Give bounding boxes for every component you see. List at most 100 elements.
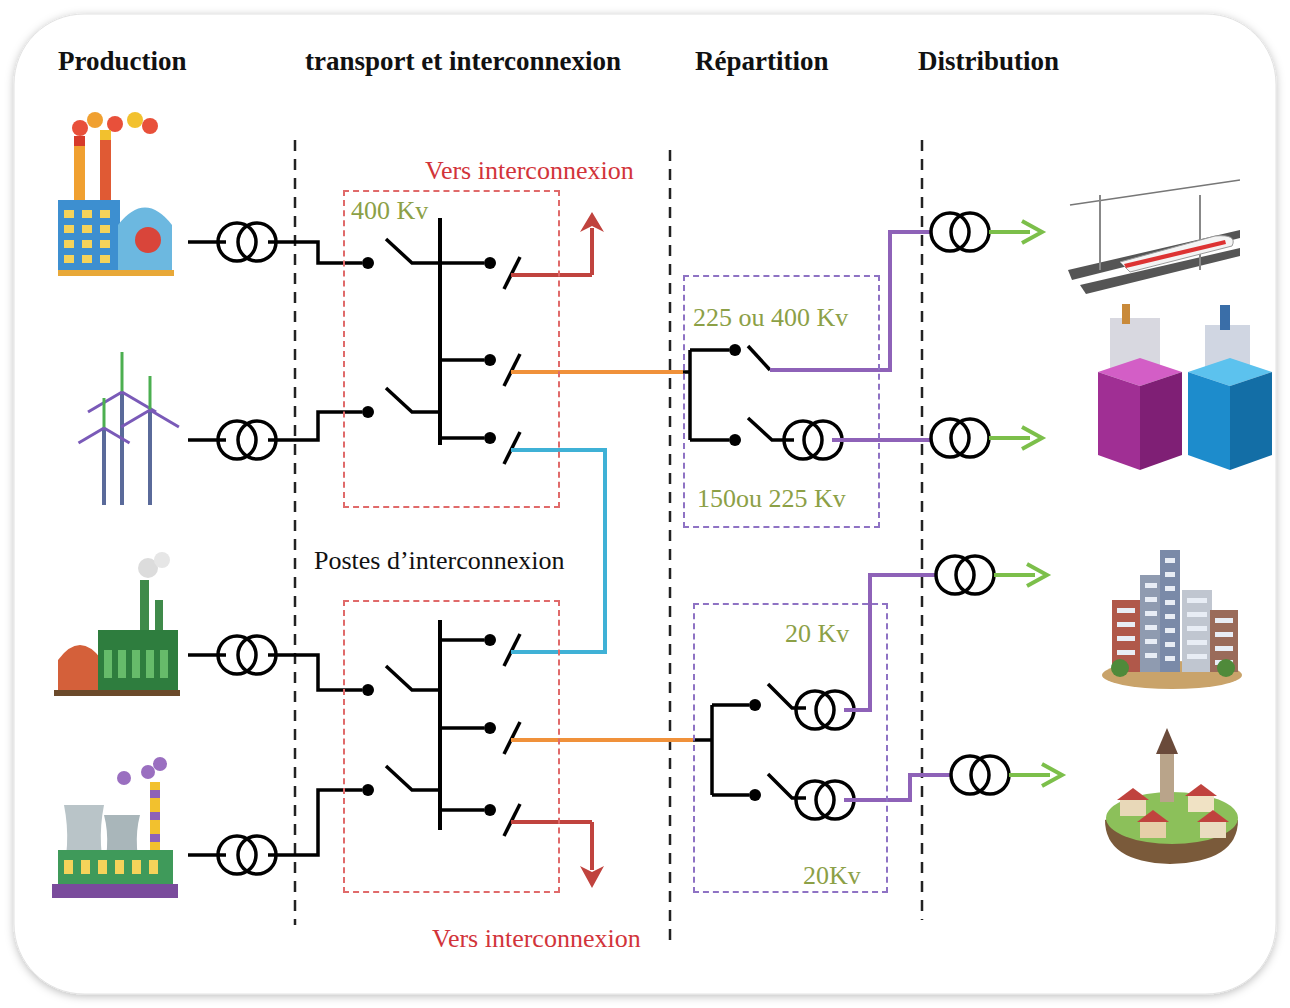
roof xyxy=(1137,810,1169,822)
window-row xyxy=(1187,598,1207,603)
window xyxy=(64,210,74,218)
window-row xyxy=(1187,654,1207,659)
power-line xyxy=(560,738,693,742)
window xyxy=(100,240,110,248)
voltage-label: 225 ou 400 Kv xyxy=(693,303,848,333)
section-heading: Répartition xyxy=(695,46,828,77)
voltage-label: 150ou 225 Kv xyxy=(697,484,846,514)
transformer-symbol xyxy=(218,421,276,459)
wire xyxy=(683,350,729,440)
wire xyxy=(440,638,484,642)
section-separator xyxy=(294,140,297,925)
interconnection-substation: 400 Kv xyxy=(343,190,560,508)
train-stripe xyxy=(1124,240,1226,268)
wire xyxy=(268,242,362,263)
switch-contact xyxy=(362,684,374,696)
wire xyxy=(770,232,931,370)
ground xyxy=(54,690,180,696)
tower xyxy=(102,428,106,505)
industrial-plant-icon xyxy=(54,552,180,696)
wire xyxy=(590,822,594,870)
window-row xyxy=(1165,558,1175,563)
wire xyxy=(440,261,484,265)
interconnection-substation: Postes d’interconnexion xyxy=(343,600,560,893)
arrow-head xyxy=(1022,221,1042,243)
tower xyxy=(148,410,152,505)
window-row xyxy=(1165,628,1175,633)
window xyxy=(149,860,158,874)
catenary xyxy=(1070,180,1240,205)
cube-side xyxy=(1188,372,1230,470)
transformer-coil xyxy=(971,756,1009,794)
power-line xyxy=(560,450,605,652)
wire xyxy=(440,726,484,730)
wire xyxy=(268,655,362,690)
wire xyxy=(268,412,362,440)
chimney xyxy=(1220,305,1230,330)
wire xyxy=(440,808,484,812)
switch-contact xyxy=(749,699,761,711)
blade xyxy=(150,410,179,427)
wire xyxy=(511,650,560,654)
switch-contact xyxy=(484,634,496,646)
window xyxy=(160,650,168,678)
switch-contact xyxy=(362,257,374,269)
chimney-band xyxy=(150,834,160,842)
window xyxy=(82,210,92,218)
voltage-label: 20 Kv xyxy=(785,619,849,649)
window xyxy=(132,650,140,678)
smoke xyxy=(127,112,143,128)
section-separator xyxy=(921,140,924,920)
factory-icon xyxy=(1098,304,1272,470)
tower xyxy=(120,392,124,505)
distribution-substation: 225 ou 400 Kv 150ou 225 Kv xyxy=(683,275,880,528)
house xyxy=(1188,796,1214,812)
smoke xyxy=(141,765,155,779)
pole xyxy=(1199,195,1201,270)
wire xyxy=(386,388,440,412)
thermal-plant-icon xyxy=(58,112,174,276)
wire xyxy=(989,230,1030,234)
arrow-head xyxy=(1027,564,1047,586)
wire xyxy=(511,370,560,374)
wire xyxy=(188,653,226,657)
window-row xyxy=(1117,608,1135,613)
blade xyxy=(121,352,124,392)
window-row xyxy=(1145,653,1157,658)
building xyxy=(1140,575,1162,672)
switch-contact xyxy=(484,722,496,734)
smoke xyxy=(117,771,131,785)
transformer-symbol xyxy=(218,636,276,674)
wire xyxy=(511,820,592,824)
wire xyxy=(989,436,1030,440)
church-roof xyxy=(1156,728,1178,754)
window-row xyxy=(1145,639,1157,644)
window xyxy=(104,650,112,678)
blade xyxy=(79,428,105,443)
switch-contact xyxy=(362,784,374,796)
tree xyxy=(1217,659,1235,677)
tank xyxy=(58,645,102,692)
transformer-coil xyxy=(956,556,994,594)
section-heading: Production xyxy=(58,46,187,77)
chimney xyxy=(1122,304,1130,324)
wire xyxy=(386,666,440,690)
window-row xyxy=(1215,618,1233,623)
pole xyxy=(1099,195,1101,270)
transformer-symbol xyxy=(931,213,989,251)
window-row xyxy=(1187,612,1207,617)
window-row xyxy=(1145,611,1157,616)
wire xyxy=(832,438,931,442)
wire xyxy=(1009,773,1050,777)
transformer-symbol xyxy=(931,419,989,457)
window xyxy=(115,860,124,874)
window xyxy=(118,650,126,678)
window xyxy=(100,225,110,233)
wire xyxy=(386,766,440,790)
switch-contact xyxy=(749,789,761,801)
window-row xyxy=(1145,597,1157,602)
window xyxy=(100,210,110,218)
blade xyxy=(103,398,106,428)
wire xyxy=(268,790,362,855)
